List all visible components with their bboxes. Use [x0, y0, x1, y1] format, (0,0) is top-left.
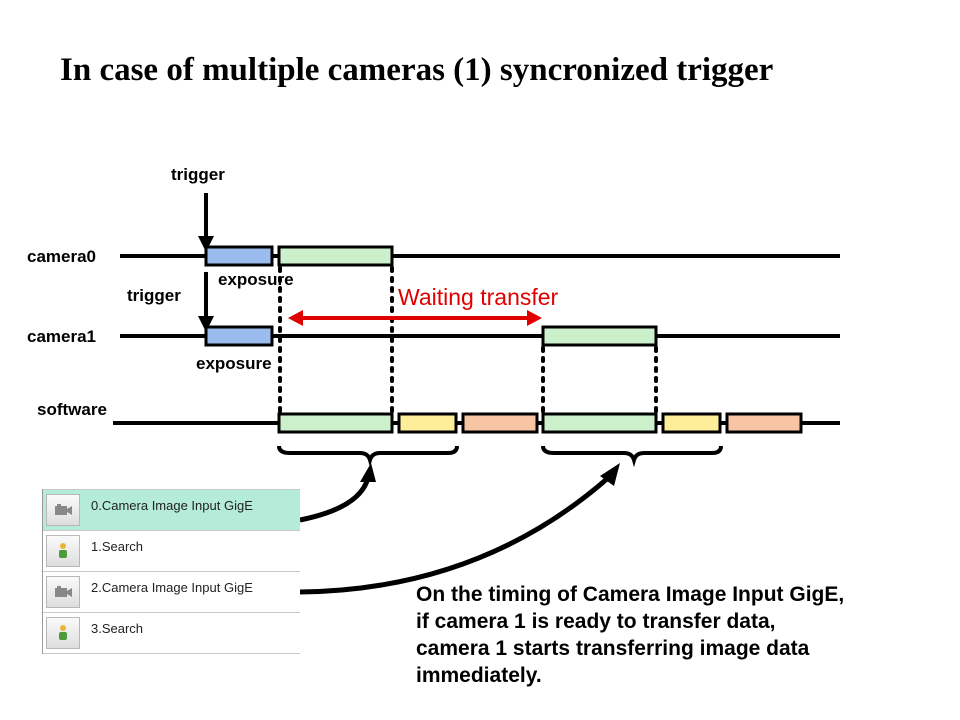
camera-icon: [46, 494, 80, 526]
flow-item-label: 0.Camera Image Input GigE: [91, 498, 253, 513]
software-search-block-1: [397, 412, 458, 434]
brace-2: [541, 445, 723, 468]
software-transfer-block-1: [277, 412, 394, 434]
note-line: if camera 1 is ready to transfer data,: [416, 610, 776, 633]
software-process-block-1: [461, 412, 539, 434]
exposure1-label: exposure: [196, 354, 272, 373]
camera0-label: camera0: [27, 247, 97, 266]
software-process-block-2: [725, 412, 803, 434]
waiting-transfer-label: Waiting transfer: [398, 284, 559, 310]
flow-item-search-1[interactable]: 1.Search: [43, 531, 300, 572]
explanation-note: On the timing of Camera Image Input GigE…: [416, 581, 844, 689]
brace-1: [277, 445, 459, 468]
curve-arrowhead-2: [600, 463, 620, 486]
trigger1-arrowhead: [198, 316, 214, 332]
software-search-block-2: [661, 412, 722, 434]
flow-list: 0.Camera Image Input GigE 1.Search 2.Cam…: [42, 489, 300, 654]
curve-arrow-1: [299, 477, 371, 523]
flow-item-label: 3.Search: [91, 621, 144, 636]
search-person-icon: [46, 617, 80, 649]
flow-item-search-3[interactable]: 3.Search: [43, 613, 300, 654]
note-line: camera 1 starts transferring image data: [416, 637, 810, 660]
flow-item-label: 2.Camera Image Input GigE: [91, 580, 253, 595]
flow-item-camera-input-0[interactable]: 0.Camera Image Input GigE: [43, 489, 300, 531]
trigger0-label: trigger: [171, 165, 225, 184]
waiting-arrowhead-right: [527, 310, 542, 326]
curve-arrow-2: [299, 476, 610, 595]
software-transfer-block-2: [541, 412, 658, 434]
flow-item-label: 1.Search: [91, 539, 144, 554]
camera-icon: [46, 576, 80, 608]
camera1-exposure-block: [204, 325, 274, 347]
camera1-label: camera1: [27, 327, 97, 346]
camera0-exposure-block: [204, 245, 274, 267]
exposure0-label: exposure: [218, 270, 294, 289]
dotted-guides: [278, 266, 658, 414]
note-line: On the timing of Camera Image Input GigE…: [416, 583, 845, 606]
note-line: immediately.: [416, 664, 542, 687]
flow-item-camera-input-2[interactable]: 2.Camera Image Input GigE: [43, 572, 300, 613]
trigger1-label: trigger: [127, 286, 181, 305]
curve-arrowhead-1: [360, 463, 376, 482]
search-person-icon: [46, 535, 80, 567]
camera1-transfer-block: [541, 325, 658, 347]
page-title: In case of multiple cameras (1) syncroni…: [60, 52, 774, 88]
waiting-arrowhead-left: [288, 310, 303, 326]
software-label: software: [37, 400, 107, 419]
trigger0-arrowhead: [198, 236, 214, 252]
camera0-transfer-block: [277, 245, 394, 267]
